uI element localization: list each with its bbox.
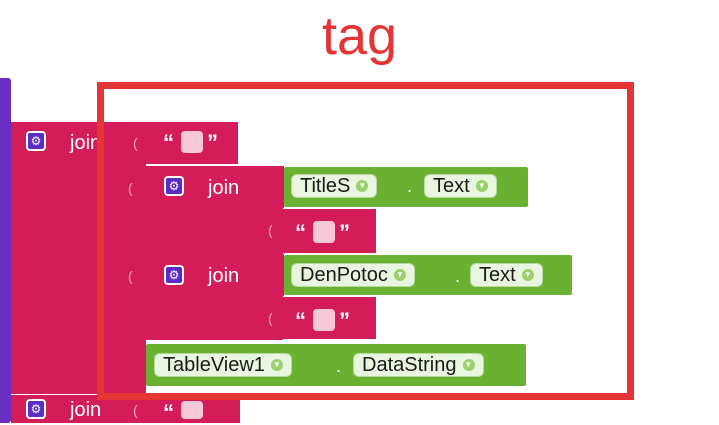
annotation-title: tag [322, 6, 398, 66]
inner-join-body-1 [146, 208, 283, 254]
join-label: join [70, 399, 102, 421]
join-label: join [70, 132, 102, 154]
gear-symbol: ⚙ [168, 179, 180, 193]
gear-icon[interactable]: ⚙ [26, 399, 46, 419]
property-name: DataString [362, 354, 457, 376]
gear-symbol: ⚙ [30, 402, 42, 416]
titles-property-dropdown[interactable]: Text ▼ [424, 174, 497, 198]
chevron-down-icon: ▼ [462, 359, 475, 371]
quote-open: “ [163, 400, 174, 425]
chevron-down-icon: ▼ [521, 269, 534, 281]
annotation-frame [97, 82, 634, 400]
socket-notch: ( [128, 180, 133, 196]
join-label: join [208, 265, 240, 287]
chevron-down-icon: ▼ [475, 180, 488, 192]
quote-close: ” [339, 308, 350, 333]
socket-notch: ( [133, 402, 138, 418]
gear-icon[interactable]: ⚙ [164, 265, 184, 285]
property-dot: . [455, 266, 461, 286]
outer-join-body [11, 164, 146, 394]
tableview-property-dropdown[interactable]: DataString ▼ [353, 353, 484, 377]
socket-notch: ( [128, 268, 133, 284]
separator-text-field[interactable] [313, 221, 335, 243]
separator-text-field[interactable] [181, 401, 203, 419]
inner-join-body-2 [146, 296, 283, 340]
component-name: DenPotoc [300, 264, 388, 286]
gear-symbol: ⚙ [30, 134, 42, 148]
socket-notch: ( [268, 310, 273, 326]
denpotoc-component-dropdown[interactable]: DenPotoc ▼ [291, 263, 415, 287]
control-block-edge[interactable] [0, 78, 11, 423]
gear-symbol: ⚙ [168, 268, 180, 282]
quote-open: “ [295, 308, 306, 333]
tableview-component-dropdown[interactable]: TableView1 ▼ [154, 353, 292, 377]
quote-open: “ [163, 130, 174, 155]
component-name: TitleS [300, 175, 351, 197]
property-name: Text [433, 175, 470, 197]
quote-open: “ [295, 220, 306, 245]
separator-text-field[interactable] [181, 131, 203, 153]
gear-icon[interactable]: ⚙ [26, 131, 46, 151]
component-name: TableView1 [163, 354, 265, 376]
chevron-down-icon: ▼ [270, 359, 283, 371]
separator-text-field[interactable] [313, 309, 335, 331]
property-dot: . [336, 356, 342, 376]
quote-close: ” [207, 130, 218, 155]
denpotoc-property-dropdown[interactable]: Text ▼ [470, 263, 543, 287]
gear-icon[interactable]: ⚙ [164, 176, 184, 196]
chevron-down-icon: ▼ [356, 180, 369, 192]
socket-notch: ( [268, 222, 273, 238]
titles-component-dropdown[interactable]: TitleS ▼ [291, 174, 378, 198]
join-label: join [208, 177, 240, 199]
property-dot: . [407, 176, 413, 196]
property-name: Text [479, 264, 516, 286]
chevron-down-icon: ▼ [393, 269, 406, 281]
socket-notch: ( [133, 135, 138, 151]
quote-close: ” [339, 220, 350, 245]
